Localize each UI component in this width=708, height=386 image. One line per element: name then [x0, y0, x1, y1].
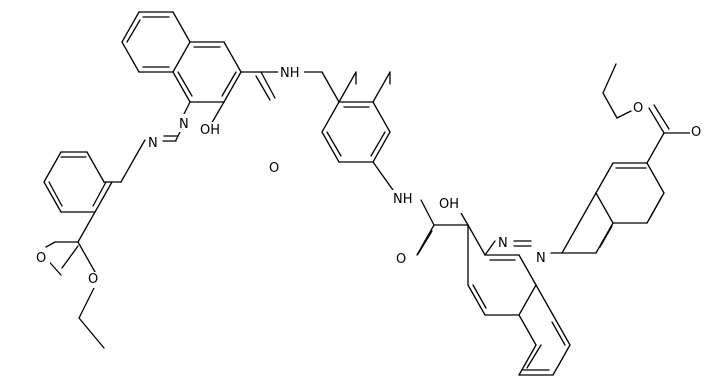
- right-azo-nitrogen-1-label: N: [498, 236, 508, 251]
- left-amide-oxygen-label: O: [269, 161, 279, 176]
- left-hydroxyl-label: OH: [200, 123, 220, 138]
- left-azo-nitrogen-2-label: N: [148, 136, 158, 151]
- left-azo-nitrogen-1-label: N: [179, 117, 189, 132]
- right-amide-nh-label: NH: [393, 192, 413, 207]
- right-azo-nitrogen-2-label: N: [536, 251, 546, 266]
- left-amide-nh-label: NH: [280, 66, 300, 81]
- right-hydroxyl-label: OH: [439, 197, 459, 212]
- atom-labels: NH OH O N N O O NH OH O N N O O: [36, 64, 704, 288]
- right-amide-oxygen-label: O: [396, 252, 406, 267]
- right-ester-oxygen-label: O: [633, 101, 643, 116]
- left-ester-oxygen-label: O: [88, 272, 98, 287]
- right-ester-carbonyl-oxygen-label: O: [691, 125, 701, 140]
- bond-lines: [43, 11, 691, 376]
- left-ester-carbonyl-oxygen-label: O: [36, 251, 46, 266]
